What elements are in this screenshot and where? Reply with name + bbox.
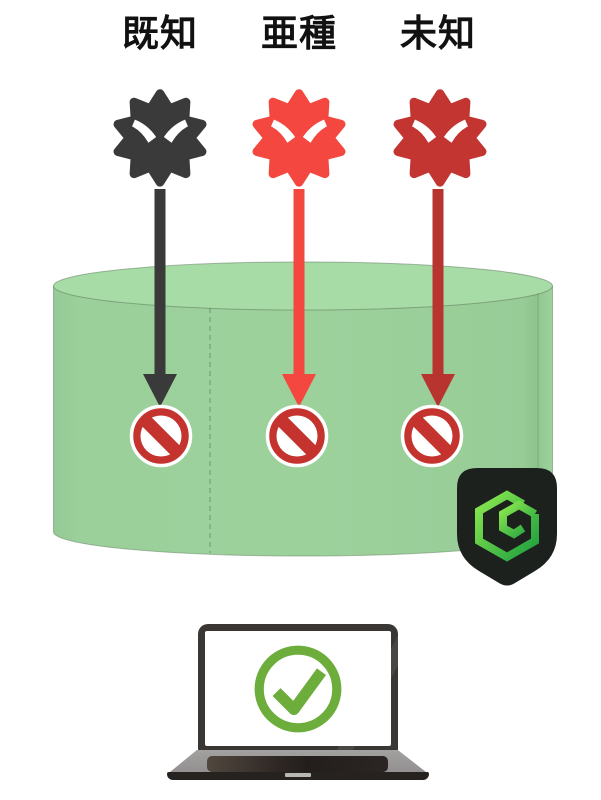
virus-icon-unknown [393,89,487,187]
no-entry-icon-variant [265,404,329,468]
virus-eye-left [412,119,437,143]
check-mark [272,667,327,715]
arrow-shape [421,189,455,407]
laptop-keyboard [207,756,388,772]
security-shield-logo [457,468,557,586]
no-entry-icon-unknown [400,404,464,468]
laptop-display [205,631,391,746]
virus-eye-right [302,119,327,143]
virus-eye-left [132,119,157,143]
laptop-bottom-edge [167,772,429,780]
threat-label-unknown: 未知 [400,12,476,55]
virus-eye-right [163,119,188,143]
threat-label-known: 既知 [122,12,198,55]
virus-body [252,89,346,187]
no-entry-slash [140,415,182,457]
threat-label-variant: 亜種 [261,12,337,55]
arrow-shape [143,189,177,407]
laptop-screen-bezel [198,624,398,751]
virus-body [393,89,487,187]
arrow-variant [282,189,316,407]
virus-icon-variant [252,89,346,187]
arrow-known [143,189,177,407]
arrow-unknown [421,189,455,407]
check-circle [254,645,342,732]
no-entry-slash [411,415,453,457]
arrow-shape [282,189,316,407]
laptop-base [170,750,426,772]
virus-eye-right [443,119,468,143]
virus-icon-known [113,89,207,187]
virus-body [113,89,207,187]
virus-eye-left [271,119,296,143]
no-entry-slash [276,415,318,457]
no-entry-icon-known [129,404,193,468]
hexagon-knot-logo [475,490,539,562]
laptop-latch-notch [285,773,311,777]
check-circle-icon [254,645,342,732]
